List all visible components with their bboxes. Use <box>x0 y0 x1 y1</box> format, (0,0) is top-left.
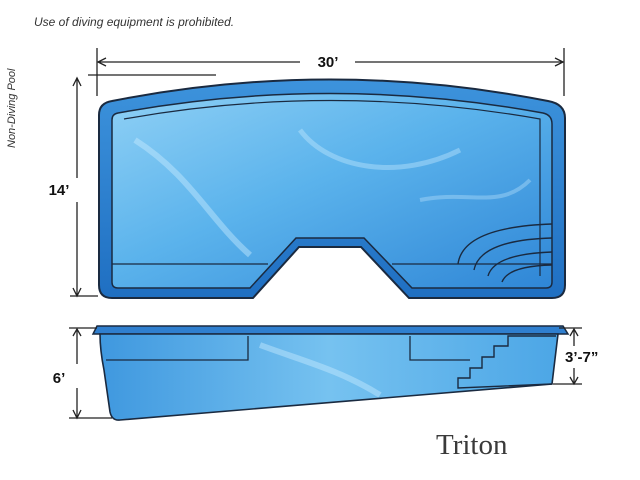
side-bench-right <box>409 336 470 361</box>
width-dimension-label: 14’ <box>49 182 70 199</box>
shallow-end-depth-label: 3’-7” <box>565 349 598 366</box>
pool-steps-top <box>457 223 553 283</box>
side-bench-left <box>106 336 249 361</box>
length-dimension-label: 30’ <box>318 54 339 71</box>
diving-prohibited-notice: Use of diving equipment is prohibited. <box>34 15 235 29</box>
pool-top-water <box>111 92 553 289</box>
water-ripple <box>258 342 382 398</box>
model-name: Triton <box>436 429 508 461</box>
pool-steps-side <box>457 335 556 389</box>
water-ripple <box>419 178 532 202</box>
pool-top-view <box>98 78 566 299</box>
pool-side-view <box>91 325 570 421</box>
pool-side-coping <box>91 325 570 335</box>
dimension-lines <box>69 48 582 420</box>
pool-top-ledge <box>123 99 541 276</box>
water-ripple <box>133 137 252 258</box>
pool-side-body <box>99 333 559 421</box>
deep-end-depth-label: 6’ <box>53 370 66 387</box>
water-ripple <box>298 128 462 170</box>
